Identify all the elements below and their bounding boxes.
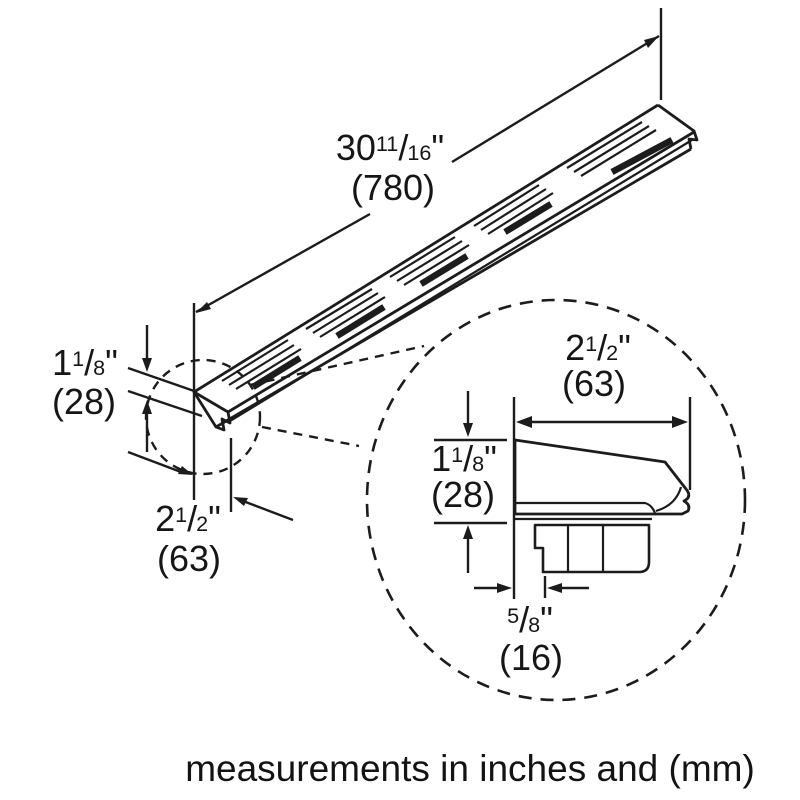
detail-dim-width-mm: (63) <box>561 363 627 404</box>
arrowhead <box>463 423 473 437</box>
arrowhead <box>196 302 211 313</box>
arrowhead <box>644 36 659 48</box>
dim-depth-main-label: 21/2" <box>155 498 221 539</box>
arrowhead <box>233 497 248 506</box>
profile-body <box>513 438 691 516</box>
detail-dim-width <box>512 397 692 599</box>
dim-height-main-mm: (28) <box>51 381 117 422</box>
dim-height-left <box>127 325 203 452</box>
arrowhead <box>516 416 532 428</box>
arrowhead <box>547 583 562 593</box>
dim-line-length <box>192 8 663 500</box>
arrowhead <box>178 466 193 475</box>
dim-height-main-label: 11/8" <box>52 342 118 383</box>
detail-dim-offset-label: 5/8" <box>507 599 553 640</box>
arrowhead <box>463 525 473 539</box>
detail-profile <box>513 438 691 574</box>
callout-tangent-lower <box>261 425 360 448</box>
profile-underside-line <box>515 501 657 514</box>
arrowhead <box>142 400 152 414</box>
units-caption: measurements in inches and (mm) <box>185 748 755 789</box>
strip-bottom-edge <box>215 147 692 429</box>
arrowhead <box>497 583 512 593</box>
profile-mounting-bracket <box>533 523 651 574</box>
detail-dim-offset <box>474 576 589 598</box>
detail-dim-width-label: 21/2" <box>565 327 631 368</box>
dim-length-label: 3011/16" <box>335 127 445 168</box>
ext-line-top <box>127 366 198 394</box>
detail-dim-height-mm: (28) <box>430 474 496 515</box>
strip-left-end-cap <box>192 390 232 432</box>
dim-length-mm: (780) <box>350 167 436 208</box>
vent-slots <box>221 121 674 390</box>
detail-dim-offset-mm: (16) <box>498 637 564 678</box>
profile-ogee-curve <box>655 486 683 513</box>
strip-back-edge <box>193 103 659 394</box>
dim-depth-main-mm: (63) <box>156 538 222 579</box>
strip-front-top-edge <box>227 130 695 414</box>
detail-dim-height <box>434 391 507 573</box>
callout-tangent-upper <box>249 344 425 387</box>
trim-strip-outline <box>192 103 699 432</box>
arrowhead <box>142 358 152 372</box>
arrowhead <box>672 416 688 428</box>
strip-right-end-cap <box>657 103 699 150</box>
detail-dim-height-label: 11/8" <box>431 438 497 479</box>
dim-depth-left <box>127 438 294 522</box>
ext-line-bottom <box>127 389 203 418</box>
